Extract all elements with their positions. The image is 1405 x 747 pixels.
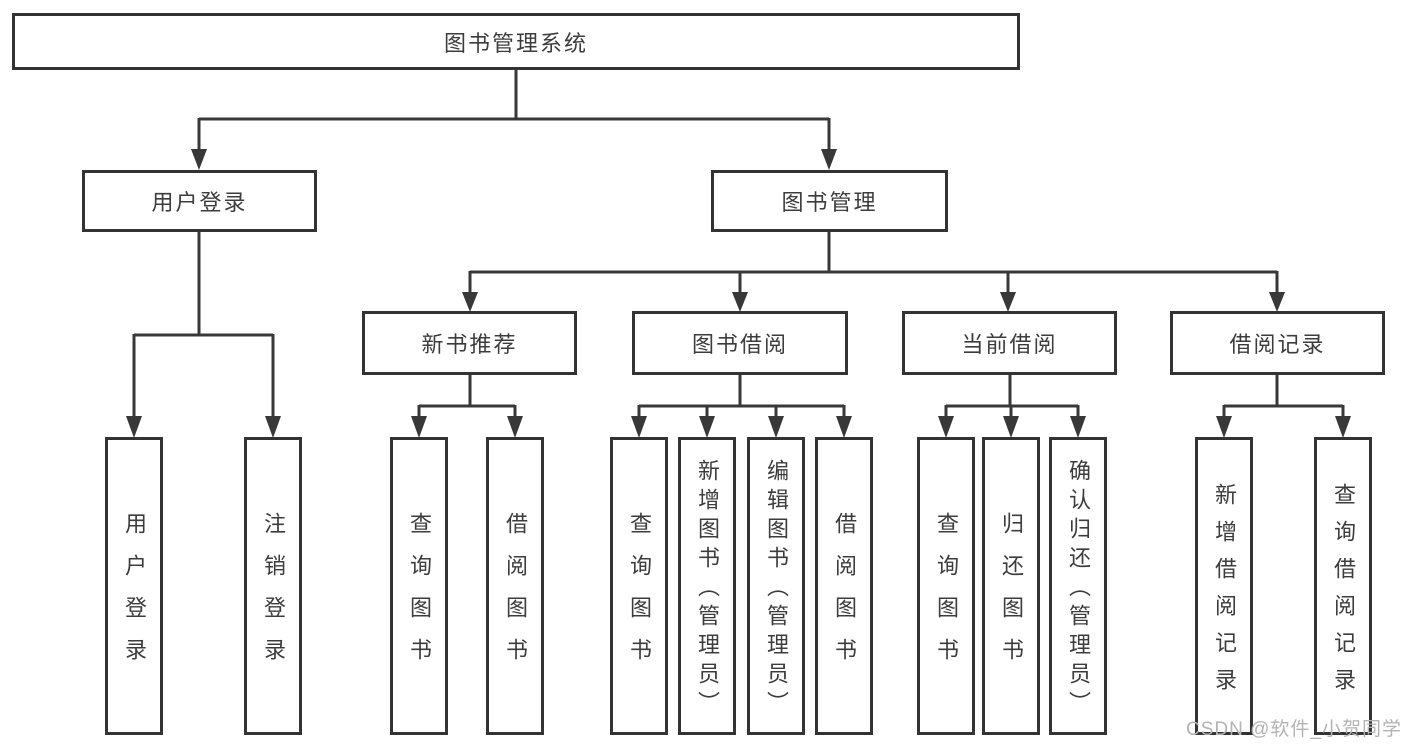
node-label: 借阅图书 [832,512,857,680]
node-label: 查询图书 [407,512,432,680]
leaf-query-books-borrowing: 查询图书 [610,437,668,735]
leaf-return-book: 归还图书 [982,437,1040,735]
leaf-logout: 注销登录 [244,437,302,735]
leaf-add-borrow-record: 新增借阅记录 [1195,437,1253,735]
node-label: 图书管理系统 [443,30,588,56]
leaf-query-books-recommend: 查询图书 [390,437,448,735]
node-root-library-system: 图书管理系统 [12,13,1020,70]
node-current-borrowing: 当前借阅 [902,311,1117,375]
node-label: 新增图书（管理员） [695,459,720,720]
node-label: 归还图书 [999,512,1024,680]
leaf-user-login: 用户登录 [105,437,163,735]
node-label: 查询图书 [934,512,959,680]
node-label: 借阅图书 [503,512,528,680]
node-label: 新增借阅记录 [1212,482,1237,705]
node-label: 注销登录 [261,512,286,680]
node-label: 查询图书 [627,512,652,680]
node-label: 图书管理 [781,190,878,215]
arrowhead-icons [126,149,1351,438]
node-new-book-recommend: 新书推荐 [362,311,577,375]
node-user-login-module: 用户登录 [82,170,317,232]
node-book-management-module: 图书管理 [711,170,948,232]
node-label: 查询借阅记录 [1331,482,1356,705]
node-label: 用户登录 [151,190,248,215]
node-label: 当前借阅 [961,332,1058,357]
csdn-watermark: CSDN @软件_小贺同学 [1186,719,1402,740]
leaf-confirm-return-admin: 确认归还（管理员） [1049,437,1107,735]
leaf-borrow-books-recommend: 借阅图书 [486,437,544,735]
node-label: 借阅记录 [1229,332,1326,357]
node-borrowing-records: 借阅记录 [1170,311,1385,375]
leaf-borrow-books: 借阅图书 [815,437,873,735]
leaf-query-borrow-record: 查询借阅记录 [1314,437,1372,735]
node-label: 图书借阅 [691,332,788,357]
node-label: 用户登录 [122,512,147,680]
leaf-add-book-admin: 新增图书（管理员） [678,437,736,735]
node-label: 新书推荐 [421,332,518,357]
node-book-borrowing: 图书借阅 [632,311,848,375]
node-label: 确认归还（管理员） [1066,459,1091,720]
node-label: 编辑图书（管理员） [764,459,789,720]
leaf-edit-book-admin: 编辑图书（管理员） [747,437,805,735]
leaf-query-books-current: 查询图书 [917,437,975,735]
